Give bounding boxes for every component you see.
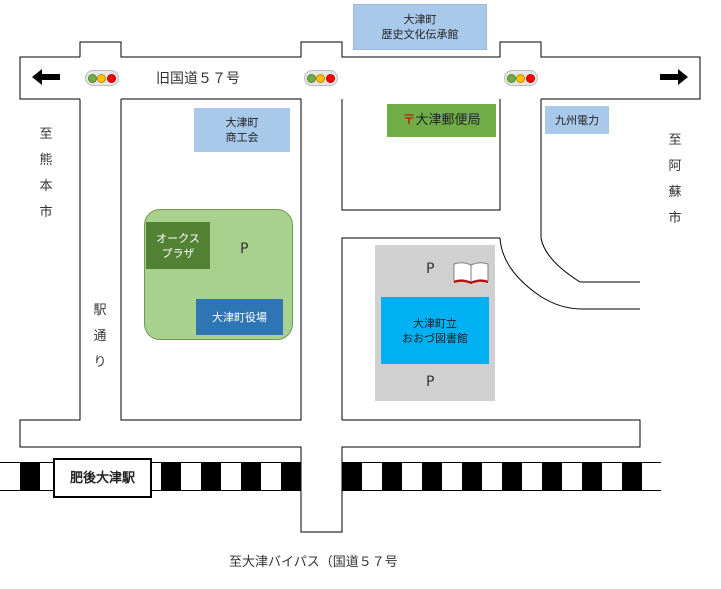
history-museum-line1: 大津町 — [403, 13, 437, 26]
to-kumamoto-label: 至 熊 本 市 — [39, 127, 53, 220]
book-icon — [453, 262, 489, 284]
traffic-light-icon — [504, 70, 538, 86]
traffic-light-icon — [304, 70, 338, 86]
station-street-label: 駅 通 り — [93, 303, 107, 370]
parking-mark: P — [240, 241, 249, 257]
oaks-plaza: オークス プラザ — [146, 222, 210, 269]
history-museum-label: 大津町 歴史文化伝承館 — [353, 4, 487, 50]
traffic-light-icon — [85, 70, 119, 86]
higo-ozu-station: 肥後大津駅 — [53, 458, 152, 498]
town-hall: 大津町役場 — [196, 299, 283, 335]
history-museum-line2: 歴史文化伝承館 — [381, 28, 459, 41]
railway-track-right — [342, 462, 661, 491]
post-office: 〒 大津郵便局 — [387, 104, 496, 137]
kyushu-electric: 九州電力 — [545, 106, 609, 134]
otsu-library: 大津町立 おおづ図書館 — [381, 297, 489, 364]
post-mark-icon: 〒 — [402, 113, 416, 128]
arrow-right-icon — [660, 69, 688, 85]
arrow-left-icon — [32, 69, 60, 85]
road-name-old-route-57: 旧国道５７号 — [156, 71, 240, 87]
to-bypass-label: 至大津バイパス（国道５７号 — [229, 555, 398, 570]
to-aso-label: 至 阿 蘇 市 — [668, 133, 682, 226]
parking-mark: P — [426, 261, 435, 277]
parking-mark: P — [426, 374, 435, 390]
chamber-of-commerce: 大津町 商工会 — [194, 108, 290, 152]
